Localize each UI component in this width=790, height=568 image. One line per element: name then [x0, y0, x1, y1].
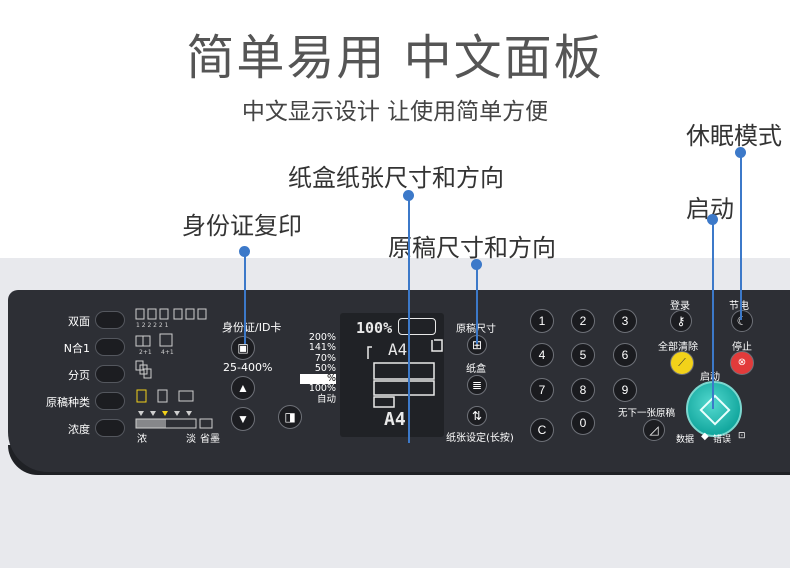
collate-button[interactable] — [95, 365, 125, 383]
callout-dot-sleep — [735, 147, 746, 158]
next-original-button[interactable]: ◿ — [643, 419, 665, 441]
grid-icon: ⊞ — [471, 338, 483, 352]
callout-line-paper-tray — [408, 195, 410, 443]
error-indicator-label: 错误 — [713, 435, 732, 445]
clear-all-button[interactable]: ⟋ — [670, 351, 694, 375]
zoom-preset-141: 141% — [308, 342, 336, 354]
n-in-1-button[interactable] — [95, 338, 125, 356]
key-8[interactable]: 8 — [571, 378, 595, 402]
callout-line-original-size — [476, 264, 478, 344]
page-subtitle: 中文显示设计 让使用简单方便 — [241, 99, 549, 125]
label-duplex: 双面 — [68, 315, 90, 328]
callout-original-size: 原稿尺寸和方向 — [388, 234, 556, 262]
paper-setting-icon: ⇅ — [471, 409, 483, 423]
callout-dot-start — [707, 214, 718, 225]
chevron-up-icon: ▲ — [237, 381, 249, 395]
start-icon — [699, 394, 731, 426]
toner-save-label: 省墨 — [200, 434, 220, 445]
density-dark-label: 浓 — [137, 434, 147, 445]
data-indicator-label: 数据 — [676, 435, 695, 445]
callout-dot-original-size — [471, 259, 482, 270]
zoom-up-button[interactable]: ▲ — [231, 376, 255, 400]
callout-paper-tray: 纸盒纸张尺寸和方向 — [288, 164, 504, 192]
stop-icon: ⊗ — [737, 357, 747, 368]
copy-ratio-icon: ◨ — [284, 410, 296, 424]
key-0[interactable]: 0 — [571, 411, 595, 435]
lcd-paper-size: A4 — [384, 409, 406, 430]
zoom-preset-auto: 自动 — [316, 393, 336, 405]
stop-button[interactable]: ⊗ — [730, 351, 754, 375]
page-title: 简单易用 中文面板 — [186, 30, 604, 86]
power-save-label: 节电 — [729, 301, 749, 312]
tray-icon: ≣ — [471, 378, 483, 392]
error-icon: ⊡ — [738, 431, 746, 441]
lcd-original-size: A4 — [388, 340, 408, 359]
svg-text:1 2 2 2 2 1: 1 2 2 2 2 1 — [136, 322, 169, 329]
zoom-preset-70: 70% — [314, 352, 336, 364]
duplex-button[interactable] — [95, 311, 125, 329]
callout-line-id-copy — [244, 251, 246, 344]
label-n-in-1: N合1 — [63, 342, 90, 355]
zoom-preset-50: 50% — [314, 362, 336, 374]
density-light-label: 淡 — [186, 434, 196, 445]
callout-dot-id-copy — [239, 246, 250, 257]
stop-label: 停止 — [732, 342, 752, 353]
login-button[interactable]: ⚷ — [670, 310, 692, 332]
zoom-down-button[interactable]: ▼ — [231, 407, 255, 431]
label-original-type: 原稿种类 — [46, 396, 90, 409]
key-4[interactable]: 4 — [530, 343, 554, 367]
lcd-counter-box — [398, 318, 436, 335]
key-1[interactable]: 1 — [530, 309, 554, 333]
callout-line-start — [712, 219, 714, 409]
svg-text:2+1: 2+1 — [139, 349, 152, 356]
label-density: 浓度 — [68, 423, 90, 436]
login-label: 登录 — [670, 301, 690, 312]
paper-tray-label: 纸盒 — [466, 364, 486, 375]
power-save-button[interactable]: ☾ — [731, 310, 753, 332]
key-6[interactable]: 6 — [613, 343, 637, 367]
callout-sleep: 休眠模式 — [686, 122, 782, 150]
clear-all-label: 全部清除 — [658, 342, 698, 353]
zoom-range-label: 25-400% — [223, 361, 273, 374]
zoom-presets-list: 200% 141% 70% 50% % 100% 自动 — [300, 332, 336, 405]
id-card-icon: ▣ — [237, 341, 249, 355]
key-5[interactable]: 5 — [571, 343, 595, 367]
start-button[interactable] — [686, 381, 742, 437]
original-type-button[interactable] — [95, 392, 125, 410]
id-card-label: 身份证/ID卡 — [222, 321, 282, 334]
callout-dot-paper-tray — [403, 190, 414, 201]
clear-icon: ⟋ — [678, 356, 686, 369]
lcd-zoom-percent: 100% — [356, 319, 393, 337]
start-label: 启动 — [700, 372, 720, 383]
key-2[interactable]: 2 — [571, 309, 595, 333]
zoom-preset-100: 100% — [308, 383, 336, 395]
density-button[interactable] — [95, 419, 125, 437]
data-arrow-icon: ◆ — [701, 431, 709, 442]
callout-line-sleep — [740, 152, 742, 320]
paper-setting-button[interactable]: ⇅ — [467, 406, 487, 426]
mode-indicator-icons: 1 2 2 2 2 1 2+1 4+1 — [135, 308, 213, 429]
label-collate: 分页 — [68, 369, 90, 382]
moon-icon: ☾ — [736, 314, 748, 328]
paper-tray-button[interactable]: ≣ — [467, 375, 487, 395]
scan-done-icon: ◿ — [649, 423, 659, 437]
paper-setting-label: 纸张设定(长按) — [446, 433, 514, 444]
chevron-down-icon: ▼ — [237, 412, 249, 426]
key-7[interactable]: 7 — [530, 378, 554, 402]
key-icon: ⚷ — [676, 314, 686, 328]
svg-text:4+1: 4+1 — [161, 349, 174, 356]
key-3[interactable]: 3 — [613, 309, 637, 333]
lcd-tray-graphic — [367, 339, 443, 408]
next-original-label: 无下一张原稿 — [618, 408, 676, 419]
id-card-copy-button[interactable]: ▣ — [231, 336, 255, 360]
callout-id-copy: 身份证复印 — [182, 212, 302, 240]
key-9[interactable]: 9 — [613, 378, 637, 402]
zoom-preset-custom: % — [300, 373, 336, 385]
preset-ratio-button[interactable]: ◨ — [278, 405, 302, 429]
key-clear[interactable]: C — [530, 418, 554, 442]
zoom-preset-200: 200% — [308, 332, 336, 343]
lcd-display — [340, 313, 444, 437]
